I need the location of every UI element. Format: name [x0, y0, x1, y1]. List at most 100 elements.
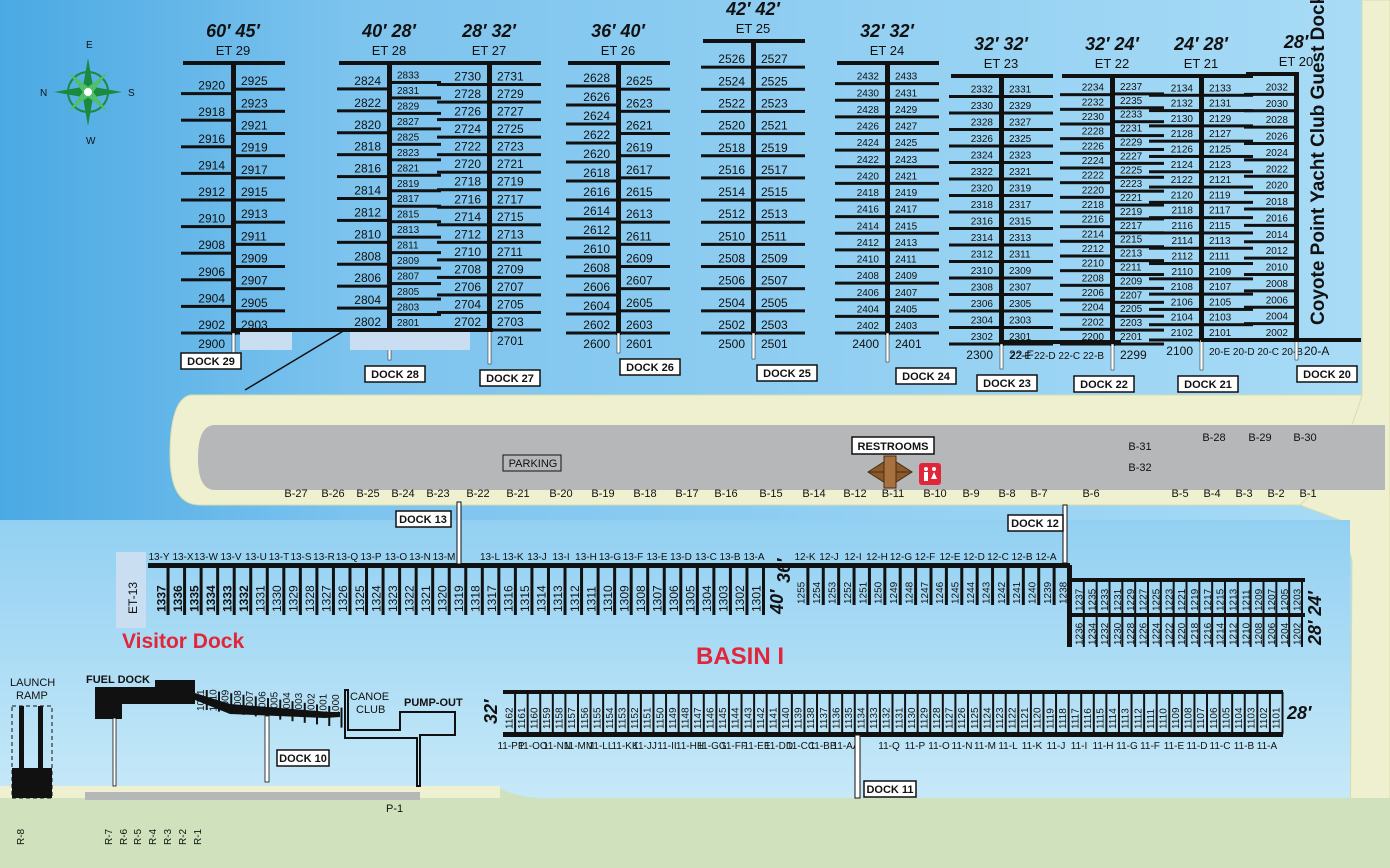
slip-finger	[1121, 582, 1124, 613]
slip-finger	[232, 565, 236, 615]
slip-number: 1153	[618, 707, 629, 729]
slip-number: 1224	[1151, 622, 1162, 645]
slip-finger	[753, 692, 756, 734]
parking-space-label: B-23	[426, 488, 449, 500]
slip-finger	[491, 310, 541, 314]
restrooms-label: RESTROOMS	[858, 441, 929, 453]
dock-11-label: DOCK 11	[866, 784, 913, 796]
slip-finger	[1060, 225, 1110, 229]
slip-number: 2316	[971, 217, 994, 228]
slip-finger	[835, 181, 885, 185]
slip-finger	[1147, 582, 1149, 613]
mooring-letter: 11-J	[1047, 741, 1066, 752]
slip-finger	[1231, 692, 1234, 734]
slip-number: 1156	[580, 707, 591, 729]
slip-finger	[1134, 582, 1137, 613]
slip-number: 1123	[995, 707, 1006, 729]
dock-et-label: ET 27	[472, 43, 506, 58]
parking-space-label: B-1	[1299, 488, 1316, 500]
slip-number: 2609	[626, 252, 653, 266]
slip-finger	[904, 692, 907, 734]
slip-finger	[949, 194, 999, 197]
gangway	[751, 332, 756, 360]
slip-number: 1142	[756, 707, 767, 729]
slip-finger	[835, 215, 885, 219]
dock-walkway	[233, 328, 493, 332]
parking-space-label: B-29	[1248, 432, 1271, 444]
slip-finger	[1114, 259, 1164, 263]
slip-finger	[391, 142, 441, 146]
dock-label: DOCK 22	[1080, 379, 1128, 391]
slip-number: 2923	[241, 96, 268, 110]
slip-finger	[883, 565, 887, 605]
slip-number: 2721	[497, 157, 524, 171]
slip-number: 2715	[497, 210, 524, 224]
slip-number: 2803	[397, 303, 420, 314]
slip-number: 2104	[1171, 313, 1194, 324]
gangway	[487, 329, 492, 365]
slip-finger	[960, 565, 964, 605]
slip-finger	[1037, 565, 1041, 605]
slip-finger	[646, 565, 650, 615]
slip-number: 1331	[254, 585, 268, 612]
slip-number: 2716	[454, 192, 481, 206]
slip-finger	[889, 331, 939, 335]
slip-finger	[181, 225, 231, 229]
slip-finger	[835, 82, 885, 86]
slip-number: 1248	[904, 581, 915, 604]
slip-number: 1203	[1293, 588, 1304, 611]
ramp-space-label: R-6	[119, 828, 130, 845]
slip-finger	[867, 565, 871, 605]
slip-finger	[620, 109, 670, 113]
dock-12-lower-walkway	[1070, 613, 1305, 617]
slip-number: 20-A	[1304, 344, 1329, 358]
slip-number: 2227	[1120, 151, 1143, 162]
slip-number: 2507	[761, 274, 788, 288]
fuel-dock	[95, 680, 195, 719]
slip-finger	[431, 565, 435, 615]
slip-finger	[267, 698, 269, 718]
slip-number: 2807	[397, 272, 420, 283]
slip-number: 2921	[241, 119, 268, 133]
slip-finger	[1236, 617, 1239, 647]
p1-label: P-1	[386, 803, 403, 815]
slip-finger	[235, 265, 285, 268]
slip-number: 1139	[794, 707, 805, 729]
slip-number: 2911	[241, 229, 267, 243]
slip-finger	[181, 118, 231, 122]
slip-number: 1221	[1177, 588, 1188, 611]
slip-finger	[563, 565, 567, 615]
slip-number: 2230	[1082, 112, 1105, 123]
slip-finger	[437, 205, 487, 209]
ramp-space-label: R-7	[104, 828, 115, 845]
slip-number: 2115	[1209, 221, 1231, 232]
slip-finger	[1244, 109, 1294, 113]
slip-finger	[235, 154, 285, 158]
slip-finger	[566, 141, 616, 145]
slip-finger	[662, 565, 666, 615]
slip-finger	[1301, 617, 1303, 647]
slip-number: 1157	[567, 707, 578, 729]
slip-finger	[1244, 223, 1294, 227]
slip-finger	[282, 565, 286, 615]
mooring-letter: 12-J	[819, 552, 838, 563]
slip-number: 1102	[1259, 707, 1270, 729]
slip-finger	[331, 565, 335, 615]
slip-number: 2521	[761, 119, 788, 133]
slip-finger	[1149, 216, 1199, 220]
slip-finger	[447, 565, 451, 615]
slip-number: 2729	[497, 87, 524, 101]
slip-number: 2702	[454, 315, 481, 329]
slip-finger	[414, 565, 418, 615]
slip-finger	[755, 287, 805, 291]
slip-finger	[889, 181, 939, 185]
pump-out-label: PUMP-OUT	[404, 697, 463, 709]
slip-number: 2833	[397, 70, 420, 81]
slip-finger	[1262, 617, 1265, 647]
slip-number: 2731	[497, 70, 524, 84]
dock-label: DOCK 21	[1184, 379, 1232, 391]
slip-finger	[1224, 617, 1226, 647]
slip-number: 2520	[718, 119, 745, 133]
slip-number: 1240	[1028, 581, 1039, 604]
